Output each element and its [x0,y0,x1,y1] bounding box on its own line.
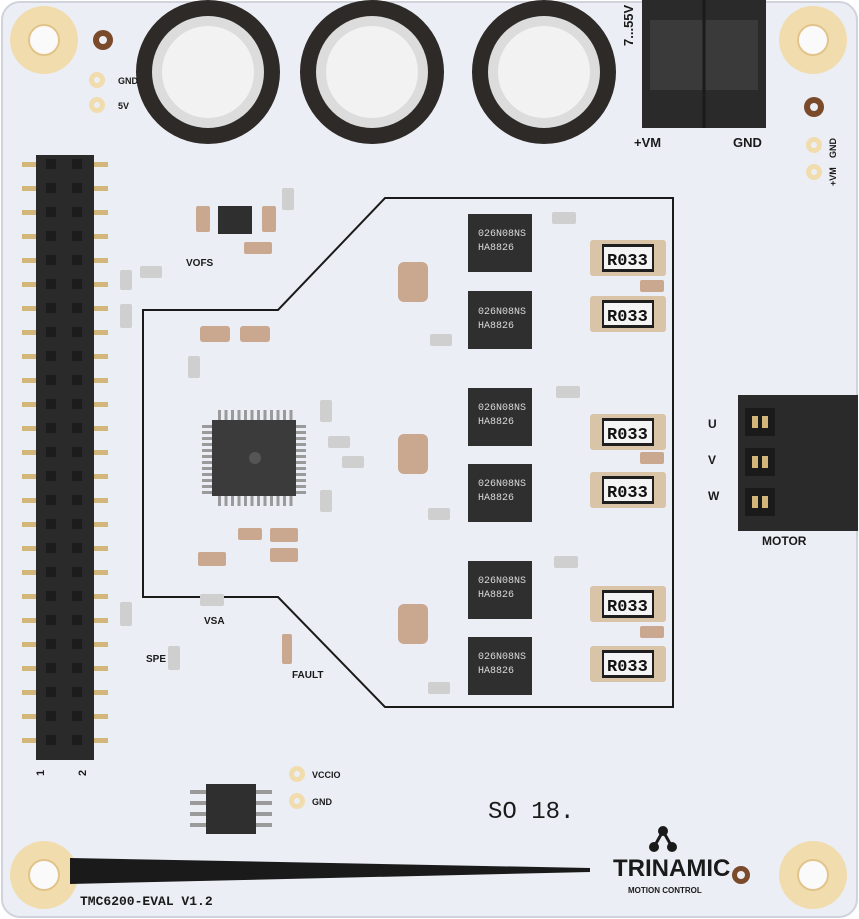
mosfet-3: 026N08NS HA8826 [468,388,532,446]
bottom-gnd-label: GND [312,797,333,807]
motor-label: MOTOR [762,534,807,548]
power-terminal [642,0,766,128]
motor-connector [738,395,858,531]
trinamic-logo-icon [649,826,677,852]
mosfet-4: 026N08NS HA8826 [468,464,532,522]
shunt-resistor-6: R033 [590,646,666,682]
svg-text:R033: R033 [607,426,648,445]
sense-amplifier-ic [218,206,252,234]
smd-components [120,188,664,694]
spe-label: SPE [146,654,166,665]
silkscreen-wedge [70,858,590,884]
capacitor-3 [472,0,616,144]
svg-text:026N08NS: 026N08NS [478,576,526,587]
vofs-label: VOFS [186,258,214,269]
mosfet-1: 026N08NS HA8826 [468,214,532,272]
vccio-label: VCCIO [312,770,341,780]
pin-1-label: 1 [35,770,47,776]
phase-w-label: W [708,489,720,503]
gnd-label: GND [733,135,762,150]
brand-name: TRINAMIC [613,855,730,882]
right-gnd-label: GND [828,138,838,159]
fault-label: FAULT [292,670,323,681]
brand-subtitle: MOTION CONTROL [628,886,702,895]
svg-text:HA8826: HA8826 [478,243,514,254]
svg-text:HA8826: HA8826 [478,493,514,504]
electrolytic-capacitors [136,0,616,144]
left-5v-label: 5V [118,101,129,111]
svg-text:026N08NS: 026N08NS [478,403,526,414]
svg-text:026N08NS: 026N08NS [478,652,526,663]
gate-driver-ic [202,410,306,506]
svg-text:026N08NS: 026N08NS [478,229,526,240]
phase-u-label: U [708,417,717,431]
svg-text:R033: R033 [607,252,648,271]
svg-text:R033: R033 [607,484,648,503]
board-name: TMC6200-EVAL V1.2 [80,894,213,909]
phase-v-label: V [708,453,716,467]
mounting-holes [10,6,847,909]
mosfets: 026N08NS HA8826 026N08NS HA8826 026N08NS HA… [468,214,532,695]
pin-2-label: 2 [77,770,89,776]
svg-text:HA8826: HA8826 [478,417,514,428]
vsa-label: VSA [204,616,225,627]
left-test-points [89,30,113,113]
svg-text:HA8826: HA8826 [478,321,514,332]
svg-text:026N08NS: 026N08NS [478,479,526,490]
svg-text:R033: R033 [607,658,648,677]
svg-text:R033: R033 [607,598,648,617]
power-stage-outline [142,197,674,708]
svg-text:HA8826: HA8826 [478,590,514,601]
right-vm-label: +VM [828,167,838,186]
pin-header [22,155,108,760]
shunt-resistor-3: R033 [590,414,666,450]
mosfet-5: 026N08NS HA8826 [468,561,532,619]
shunt-resistors: R033 R033 R033 R033 R033 R033 [590,240,666,682]
vm-label: +VM [634,135,661,150]
mosfet-6: 026N08NS HA8826 [468,637,532,695]
capacitor-1 [136,0,280,144]
shunt-resistor-5: R033 [590,586,666,622]
shunt-resistor-2: R033 [590,296,666,332]
shunt-resistor-1: R033 [590,240,666,276]
svg-text:HA8826: HA8826 [478,666,514,677]
bottom-test-points [289,766,305,809]
level-shifter-ic [190,784,272,834]
capacitor-2 [300,0,444,144]
svg-text:026N08NS: 026N08NS [478,307,526,318]
right-test-points [804,97,824,180]
left-gnd-label: GND [118,76,139,86]
supply-range-label: 7...55V [621,4,636,46]
date-code: SO 18. [488,799,574,826]
shunt-resistor-4: R033 [590,472,666,508]
mosfet-2: 026N08NS HA8826 [468,291,532,349]
svg-text:R033: R033 [607,308,648,327]
ceramic-capacitors [398,262,428,644]
